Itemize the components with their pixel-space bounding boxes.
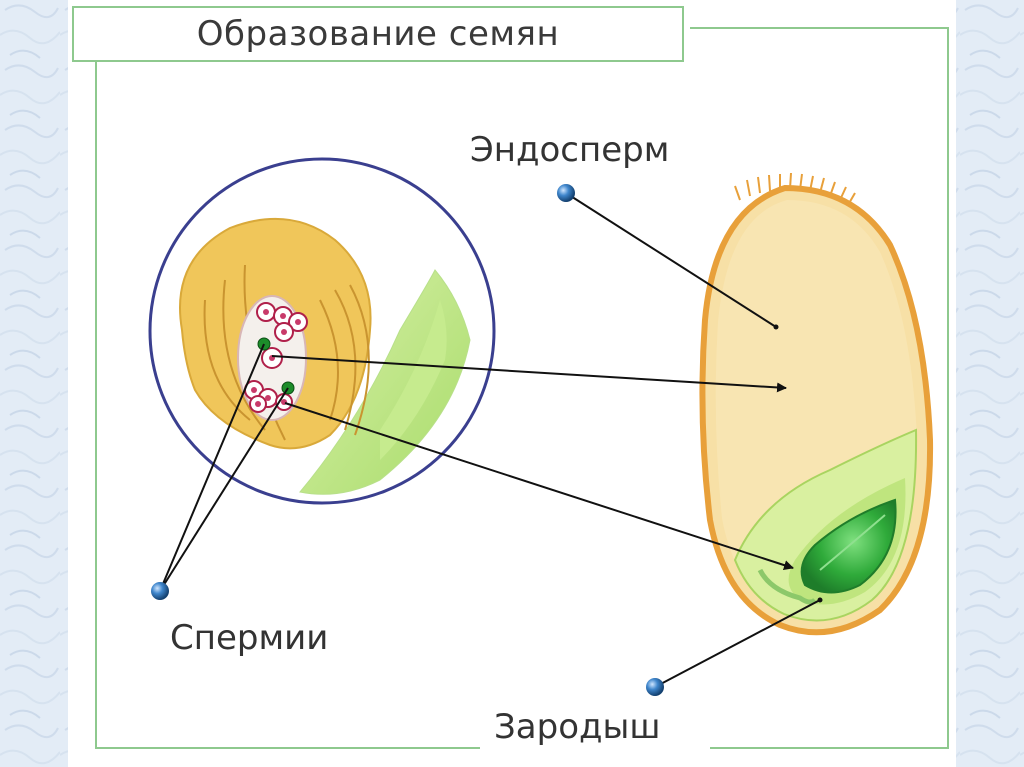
- label-embryo: Зародыш: [488, 705, 666, 749]
- sperm-pointer-dot: [151, 582, 169, 600]
- label-sperm-cells: Спермии: [164, 616, 334, 660]
- seed-cross-section: [702, 173, 930, 632]
- magnified-ovule: [150, 159, 494, 503]
- embryo-pointer-dot: [646, 678, 664, 696]
- embryo-pointer-line: [655, 600, 820, 687]
- embryo-target-dot: [818, 598, 823, 603]
- title-box: Образование семян: [72, 6, 684, 62]
- label-endosperm: Эндосперм: [464, 128, 675, 172]
- endosperm-target-dot: [774, 325, 779, 330]
- page-title: Образование семян: [74, 8, 682, 60]
- endosperm-pointer-dot: [557, 184, 575, 202]
